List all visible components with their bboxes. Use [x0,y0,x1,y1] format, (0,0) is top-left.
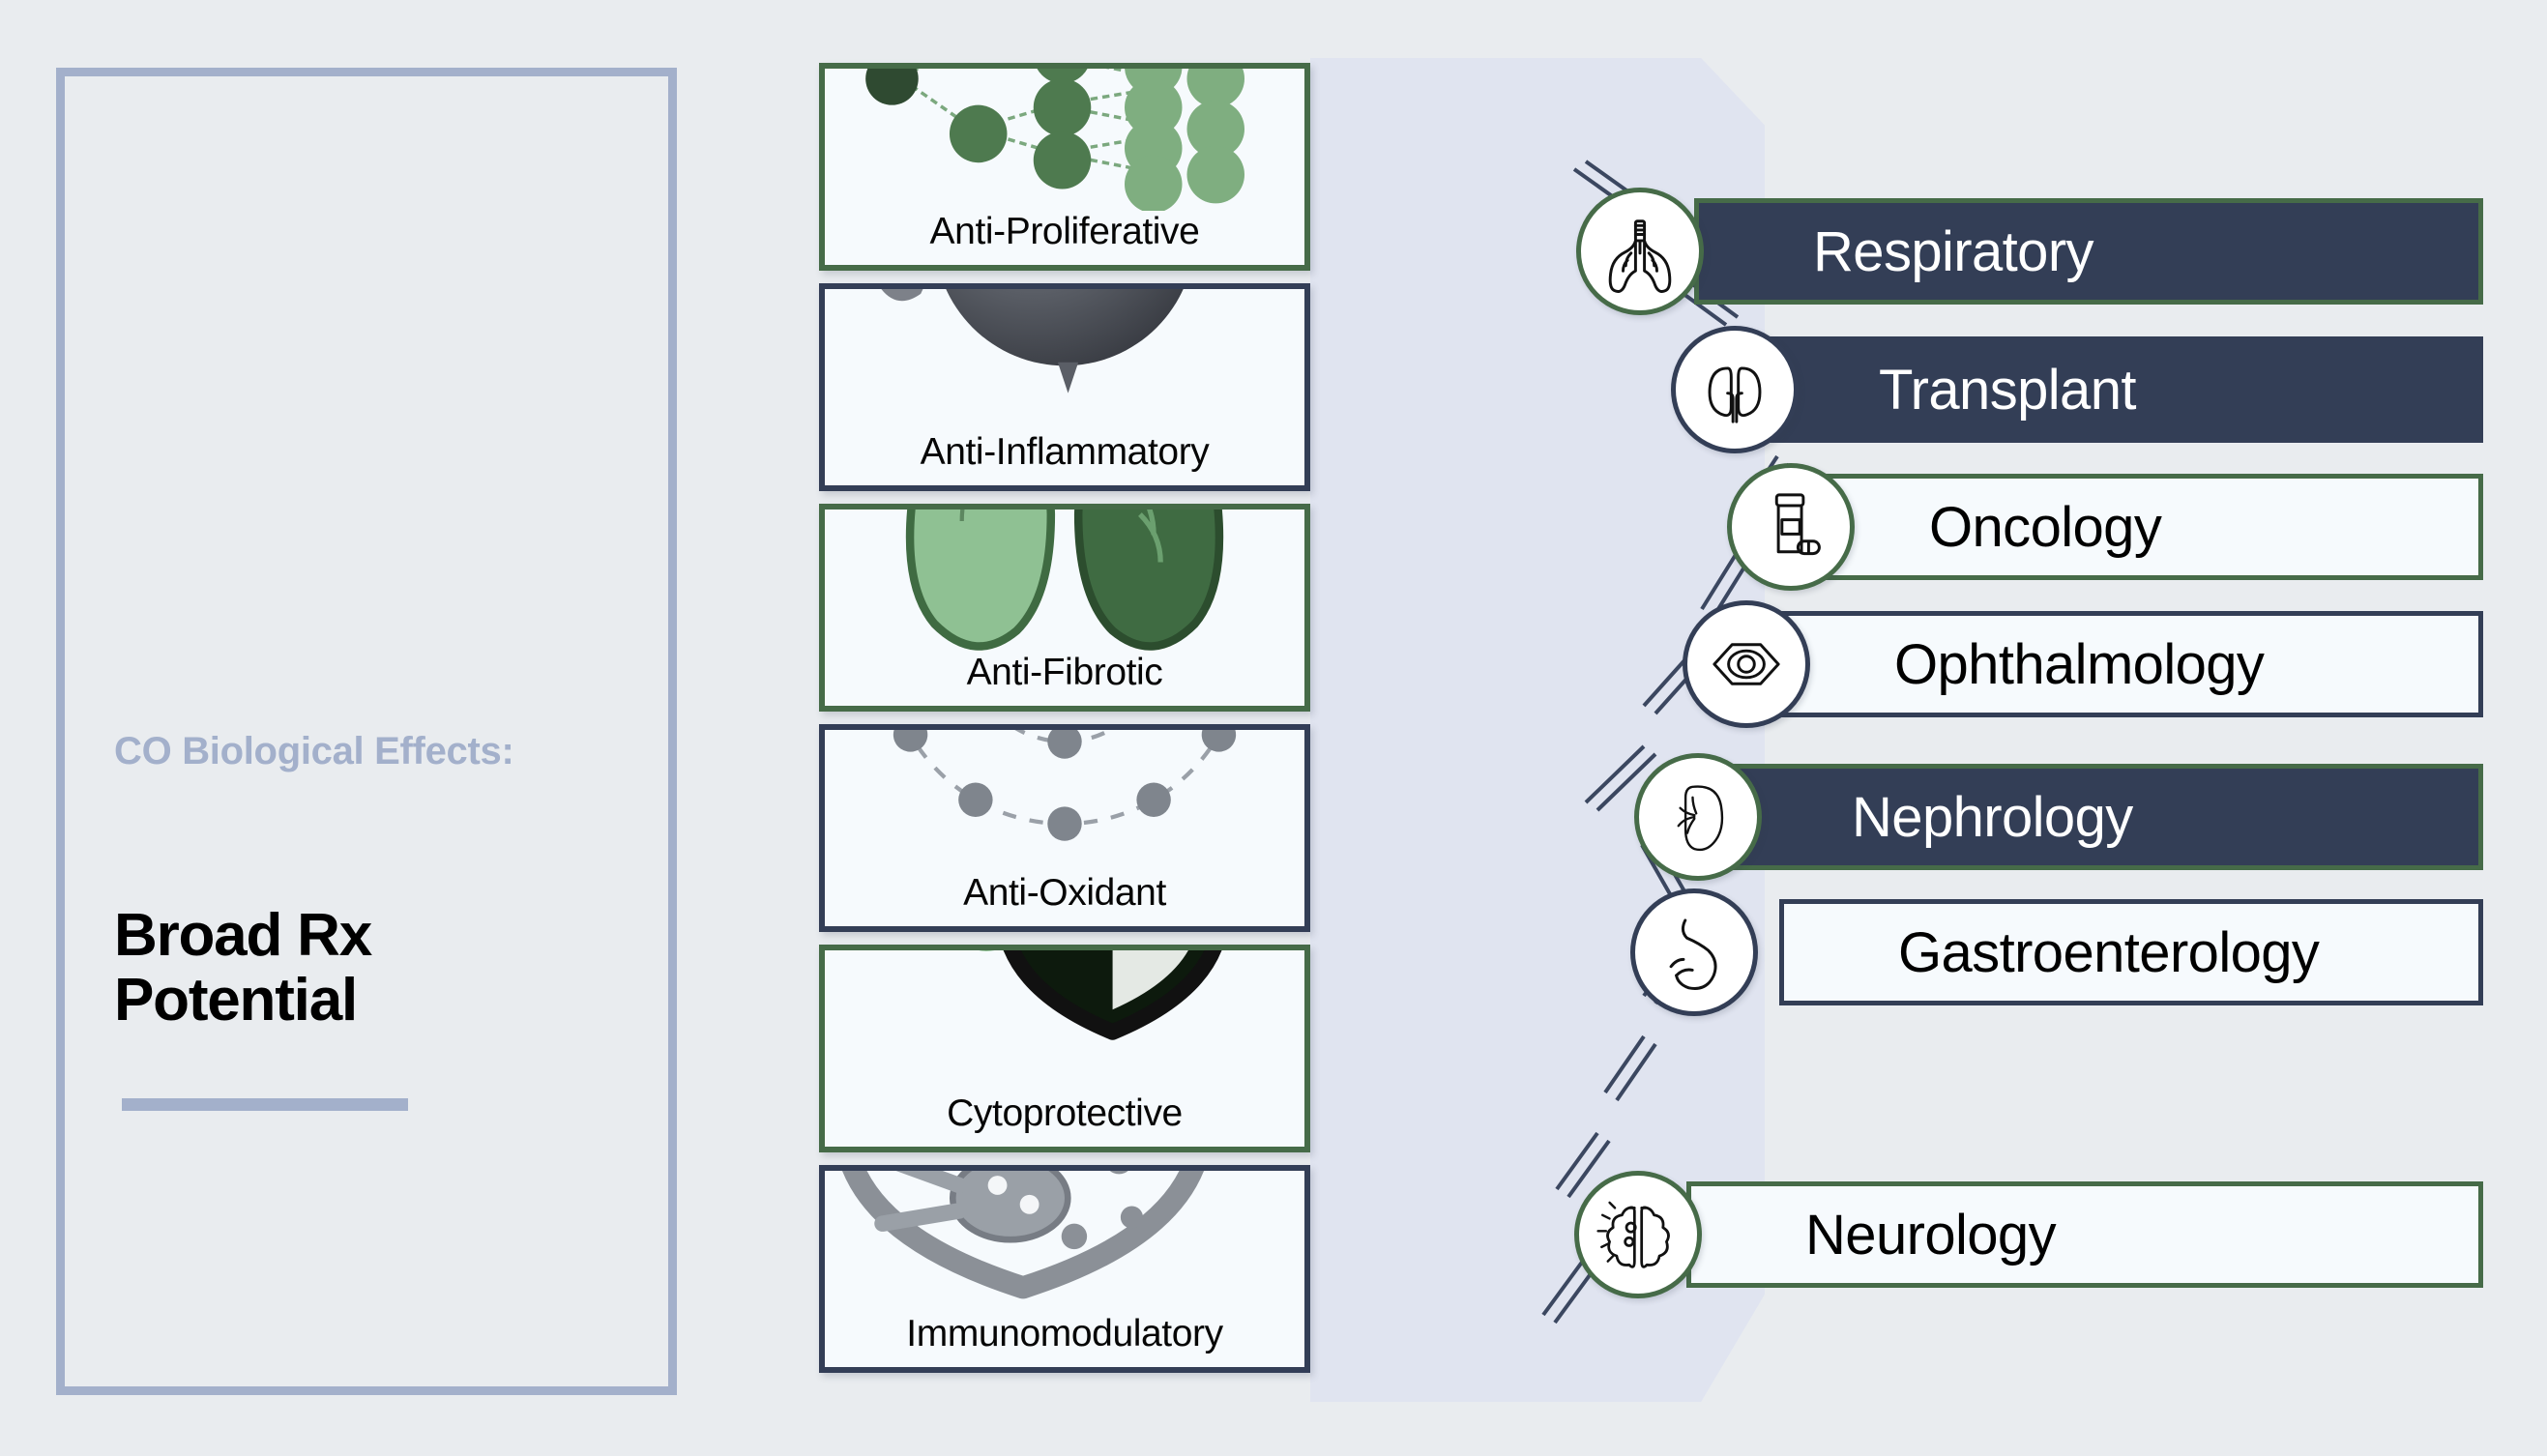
therapeutic-area-bar-neurology[interactable]: Neurology [1686,1181,2483,1288]
effect-card-anti-oxidant[interactable]: Anti-Oxidant [819,724,1310,932]
pill-jar-icon[interactable] [1727,463,1855,591]
atom-icon [825,730,1304,872]
therapeutic-area-label: Gastroenterology [1898,920,2320,984]
therapeutic-area-bar-gastroenterology[interactable]: Gastroenterology [1779,899,2483,1005]
cell-shield-icon [825,950,1304,1092]
page-title-line-2: Potential [114,966,358,1034]
effect-card-anti-inflammatory[interactable]: Anti-Inflammatory [819,283,1310,491]
lungs-icon[interactable] [1576,188,1704,315]
lungs-icon [825,510,1304,652]
effect-label: Anti-Proliferative [929,211,1200,252]
therapeutic-area-label: Nephrology [1852,785,2133,849]
stomach-icon[interactable] [1630,888,1758,1016]
brain-icon[interactable] [1574,1171,1702,1298]
effect-card-anti-proliferative[interactable]: Anti-Proliferative [819,63,1310,271]
therapeutic-area-bar-transplant[interactable]: Transplant [1760,336,2483,443]
effect-label: Immunomodulatory [906,1313,1223,1354]
page-title-line-1: Broad Rx [114,902,372,969]
therapeutic-area-label: Oncology [1929,495,2162,559]
effect-label: Anti-Inflammatory [920,431,1210,473]
cell-division-tree-icon [825,69,1304,211]
effect-card-cytoprotective[interactable]: Cytoprotective [819,945,1310,1152]
effect-card-immunomodulatory[interactable]: Immunomodulatory [819,1165,1310,1373]
kidney-icon[interactable] [1634,753,1762,881]
effect-label: Cytoprotective [947,1092,1183,1134]
therapeutic-area-bar-respiratory[interactable]: Respiratory [1694,198,2483,305]
therapeutic-area-bar-nephrology[interactable]: Nephrology [1733,764,2483,870]
therapeutic-area-bar-ophthalmology[interactable]: Ophthalmology [1775,611,2483,717]
effect-label: Anti-Fibrotic [966,652,1163,693]
therapeutic-area-bar-oncology[interactable]: Oncology [1810,474,2483,580]
title-underline-rule [122,1098,408,1111]
panel-kicker-text: CO Biological Effects: [114,730,514,772]
kidneys-icon[interactable] [1671,326,1799,453]
therapeutic-area-label: Respiratory [1813,219,2094,283]
effect-card-anti-fibrotic[interactable]: Anti-Fibrotic [819,504,1310,712]
therapeutic-area-label: Ophthalmology [1894,632,2265,696]
macrophage-cell-icon [825,289,1304,431]
immune-shield-icon [825,1171,1304,1313]
therapeutic-area-label: Transplant [1879,358,2136,422]
effect-label: Anti-Oxidant [963,872,1166,914]
therapeutic-area-label: Neurology [1805,1203,2057,1267]
eye-icon[interactable] [1683,600,1810,728]
left-summary-panel [56,68,677,1395]
page-title: Broad Rx Potential [114,902,372,1034]
